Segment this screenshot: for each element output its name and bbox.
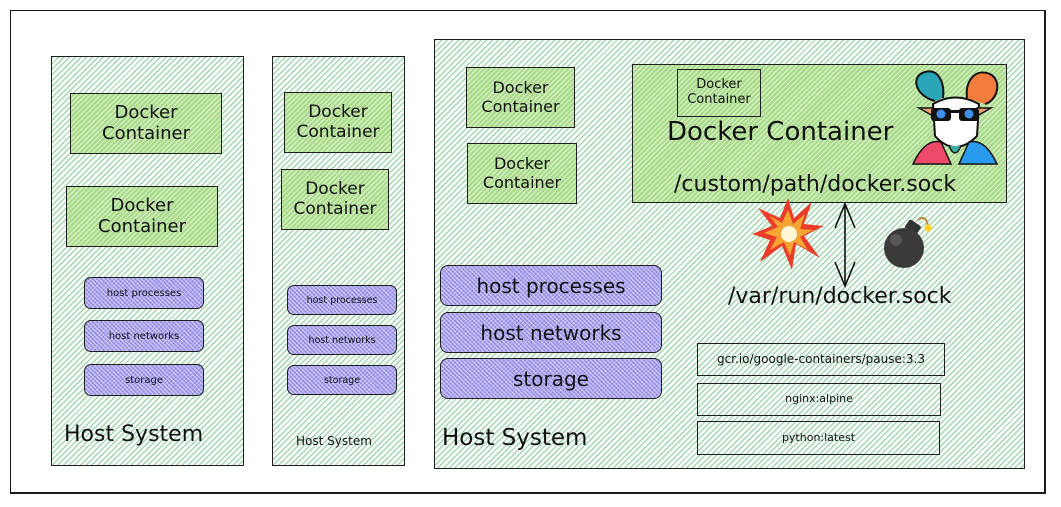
docker-container: Docker Container <box>66 186 218 247</box>
resource-host-processes: host processes <box>440 265 662 306</box>
docker-container: Docker Container <box>281 169 389 230</box>
host-system-label: Host System <box>442 425 588 451</box>
docker-container: Docker Container <box>467 143 577 204</box>
bidirectional-arrow <box>834 201 856 289</box>
nested-docker-container: Docker Container <box>677 69 761 117</box>
explosion-icon <box>752 198 824 270</box>
privileged-container-label: Docker Container <box>667 117 894 147</box>
host-system-label: Host System <box>296 434 372 448</box>
bomb-icon <box>884 217 932 268</box>
docker-container: Docker Container <box>466 67 575 128</box>
image-nginx: nginx:alpine <box>697 383 941 416</box>
resource-host-networks: host networks <box>84 320 204 352</box>
resource-storage: storage <box>287 365 397 395</box>
host-system-label: Host System <box>64 422 204 447</box>
docker-container: Docker Container <box>70 93 222 154</box>
resource-storage: storage <box>84 364 204 396</box>
goat-mascot-icon <box>911 70 999 165</box>
docker-container: Docker Container <box>284 92 392 153</box>
image-python: python:latest <box>697 421 940 455</box>
resource-storage: storage <box>440 358 662 399</box>
custom-socket-path: /custom/path/docker.sock <box>674 172 957 197</box>
resource-host-networks: host networks <box>287 325 397 355</box>
resource-host-processes: host processes <box>287 285 397 315</box>
image-pause: gcr.io/google-containers/pause:3.3 <box>697 343 945 376</box>
host-socket-path: /var/run/docker.sock <box>728 284 952 309</box>
diagram-frame <box>10 10 1046 494</box>
resource-host-networks: host networks <box>440 312 662 353</box>
resource-host-processes: host processes <box>84 277 204 309</box>
